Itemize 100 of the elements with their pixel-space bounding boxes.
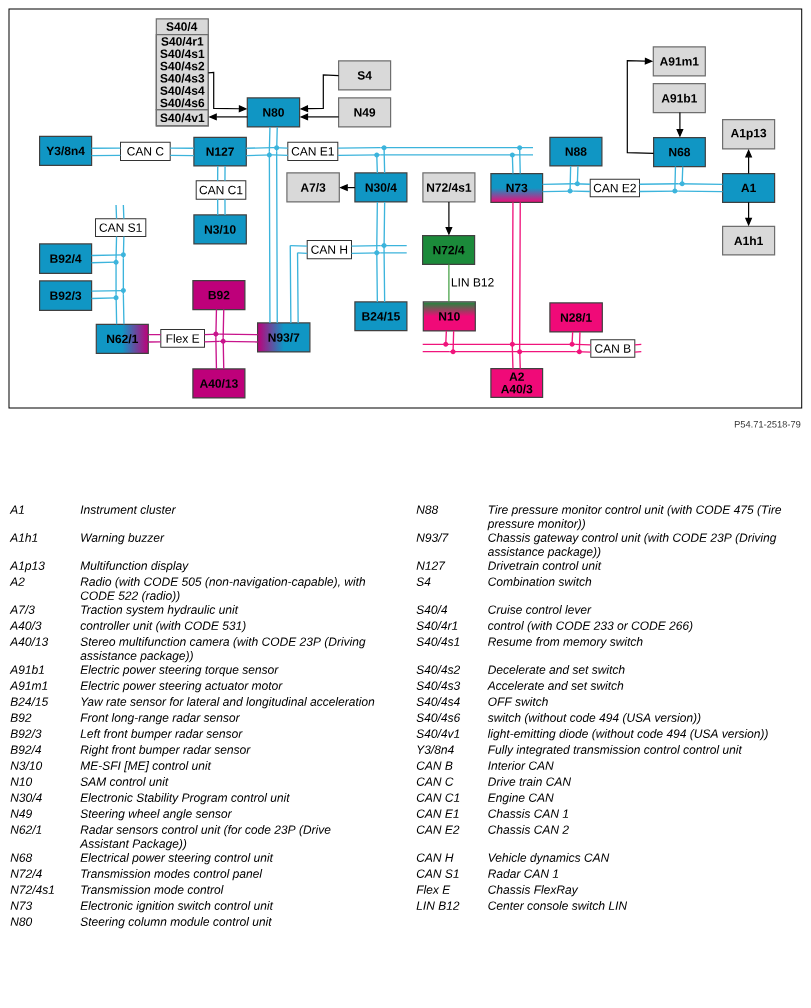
component-code: N49 [10, 809, 32, 818]
component-description: Chassis FlexRay [488, 885, 579, 897]
bus-line [511, 347, 521, 370]
component-code: CAN B [416, 761, 453, 770]
component-code: A1p13 [9, 561, 45, 573]
component-description: Transmission mode control [81, 885, 224, 894]
bus-line [422, 343, 451, 353]
component-code: N3/10 [10, 761, 43, 770]
component-description: Electronic Stability Program control unit [80, 793, 290, 805]
component-code: S40/4r1 [416, 621, 458, 630]
component-box: N62/1 [95, 323, 149, 354]
component-description: Resume from memory switch [488, 637, 643, 649]
bus-label-box: Flex E [160, 329, 205, 348]
component-box: N80 [246, 97, 301, 128]
component-code: N68 [10, 853, 33, 862]
component-code: B92 [10, 713, 32, 722]
code-cell-box: S40/4v1 [155, 109, 209, 127]
component-box: N72/4s1 [422, 172, 476, 203]
bus-line [350, 244, 382, 255]
bus-label-box: CAN H [306, 240, 352, 260]
component-code: N93/7 [416, 533, 449, 542]
component-box: B92/3 [39, 280, 93, 311]
bus-line [379, 146, 517, 156]
bus-line [216, 198, 226, 216]
bus-line [215, 308, 225, 339]
component-box: N3/10 [193, 214, 247, 245]
component-description: Steering wheel angle sensor [80, 809, 232, 821]
bus-line [337, 146, 382, 157]
bus-label-box: CAN S1 [95, 218, 147, 237]
component-description: Right front bumper radar sensor [80, 745, 251, 757]
component-description: switch (without code 494 (USA version)) [487, 713, 701, 725]
component-description: Tire pressure monitor control unit (with CODE 475 (Tire pressure monitor)) [487, 505, 782, 531]
component-box: N72/4 [422, 235, 476, 265]
component-description: Interior CAN [488, 761, 554, 770]
component-box: B24/15 [354, 301, 408, 332]
component-description: Electric power steering actuator motor [80, 681, 283, 693]
component-box: B92/4 [39, 243, 93, 274]
component-description: Chassis gateway control unit (with CODE 23P (Driving assistance package)) [487, 533, 777, 559]
component-box: S4 [338, 60, 392, 91]
bus-line [638, 183, 680, 193]
bus-line [289, 244, 308, 255]
component-description: Electronic ignition switch control unit [80, 901, 274, 913]
component-code: N10 [10, 777, 33, 786]
bus-line [218, 333, 259, 343]
component-code: A91b1 [9, 665, 44, 674]
component-box: N30/4 [354, 172, 408, 203]
bus-line [203, 333, 221, 343]
bus-label-box: CAN B [590, 339, 636, 358]
component-description: light-emitting diode (without code 494 (USA version)) [487, 729, 768, 741]
bus-line [115, 293, 125, 325]
document-number: P54.71-2518-79 [734, 421, 801, 428]
component-description: Stereo multifunction camera (with CODE 23P (Driving assistance package)) [80, 637, 366, 663]
component-code: Y3/8n4 [417, 745, 454, 754]
component-code: N73 [10, 901, 33, 910]
component-code: A2 [9, 577, 25, 586]
component-box: N68 [653, 137, 706, 168]
bus-line [268, 150, 278, 324]
component-description: Decelerate and set switch [488, 665, 625, 674]
component-description: Instrument cluster [80, 505, 176, 514]
component-code: A40/3 [9, 621, 42, 630]
component-box: N88 [549, 136, 603, 167]
component-box: A91b1 [652, 83, 706, 114]
component-code: N127 [416, 561, 446, 570]
component-code: LIN B12 [416, 901, 460, 910]
component-box: A91m1 [652, 46, 706, 77]
component-box: N127 [193, 136, 247, 167]
component-description: Fully integrated transmission control control unit [488, 745, 743, 757]
bus-line [90, 147, 122, 157]
component-description: Radio (with CODE 505 (non-navigation-capable), with CODE 522 (radio)) [80, 577, 366, 603]
bus-line [541, 183, 575, 193]
component-description: SAM control unit [80, 777, 169, 786]
bus-line [115, 204, 125, 220]
bus-label-box: CAN E1 [287, 141, 339, 161]
bus-line [448, 343, 517, 353]
bus-line [216, 165, 226, 182]
component-description: Electrical power steering control unit [80, 853, 274, 865]
bus-line [515, 343, 577, 353]
bus-label-box: CAN C [120, 141, 171, 161]
component-code: N62/1 [10, 825, 42, 834]
component-description: Chassis CAN 2 [488, 825, 569, 834]
component-box: Y3/8n4 [39, 135, 93, 166]
component-box: A2 A40/3 [490, 368, 544, 398]
bus-line [575, 343, 592, 353]
component-code: A40/13 [9, 637, 49, 646]
component-code: S40/4s2 [416, 665, 461, 674]
bus-line [147, 333, 162, 343]
bus-line [677, 183, 724, 193]
component-description: Transmission modes control panel [81, 869, 263, 881]
component-code: CAN E1 [416, 809, 459, 818]
edge-label: LIN B12 [451, 278, 494, 287]
bus-line [115, 235, 125, 260]
component-code: CAN E2 [416, 825, 460, 834]
component-description: Engine CAN [488, 793, 554, 805]
component-code: N72/4 [10, 869, 42, 878]
bus-line [245, 146, 274, 157]
component-box: A7/3 [286, 172, 340, 203]
component-description: Drive train CAN [488, 777, 572, 786]
bus-line [169, 147, 195, 157]
component-description: Steering column module control unit [80, 917, 272, 929]
bus-line [289, 244, 299, 324]
